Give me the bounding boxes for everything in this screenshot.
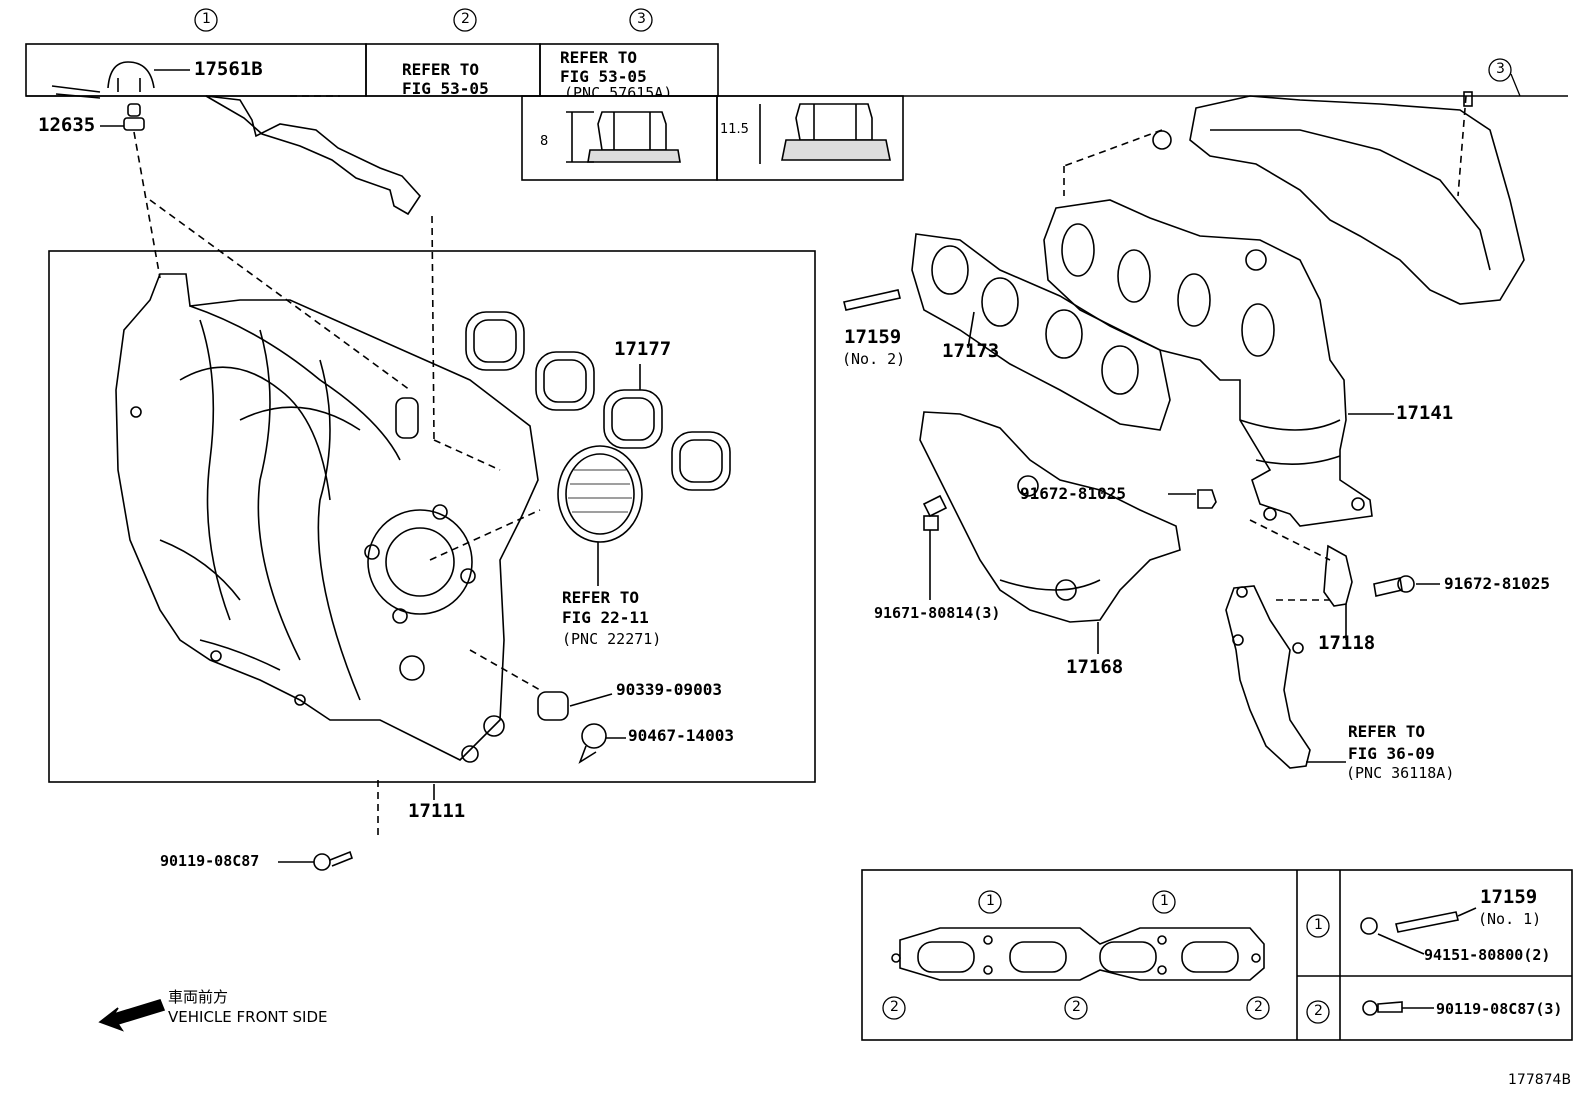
- intake-manifold-box: [48, 250, 816, 783]
- part-12635: 12635: [38, 114, 96, 136]
- bolt-90119: [278, 850, 353, 871]
- refer-a-line1: REFER TO: [402, 60, 480, 79]
- part-17118: 17118: [1318, 632, 1376, 654]
- plug-90339: [537, 691, 613, 721]
- flange-nut-11-5: [759, 103, 891, 164]
- stud-17159: [843, 289, 901, 311]
- part-17168: 17168: [1066, 656, 1124, 678]
- inset-row-2: 2: [1314, 1003, 1323, 1019]
- inset-part-94151-80800: 94151-80800(2): [1424, 946, 1551, 964]
- leader-dashes: [133, 95, 1331, 838]
- pin-12635: [100, 103, 145, 131]
- bolt-91672-b: [1373, 575, 1440, 597]
- top-inset: [25, 43, 1568, 216]
- refer-d-line2: FIG 36-09: [1348, 744, 1435, 763]
- exhaust-gasket-17173: [911, 233, 1171, 431]
- inset-part-17159: 17159: [1480, 886, 1538, 908]
- inset-row-1: 1: [1314, 917, 1323, 933]
- clip-17561b: [51, 61, 190, 99]
- callout-3-right: 3: [1496, 61, 1505, 77]
- inset-callout-2c: 2: [1254, 999, 1263, 1015]
- inset-label-no1: (No. 1): [1478, 910, 1542, 928]
- throttle-gasket: [557, 445, 643, 586]
- callout-circles: [194, 8, 1521, 1024]
- vehicle-front-jp: 車両前方: [168, 988, 229, 1006]
- inset-callout-1b: 1: [1160, 893, 1169, 909]
- refer-d-line3: (PNC 36118A): [1346, 764, 1455, 782]
- part-17141: 17141: [1396, 402, 1454, 424]
- flange-nut-8: [566, 111, 681, 163]
- part-90119-08c87: 90119-08C87: [160, 852, 260, 870]
- bolt-91671: [922, 494, 948, 600]
- dim-8: 8: [540, 134, 549, 149]
- callout-3: 3: [637, 11, 646, 27]
- heat-insulator-lower-17168: [919, 411, 1181, 654]
- vehicle-front-arrow: [98, 999, 166, 1032]
- intake-manifold-17111: [115, 273, 539, 800]
- part-91672-81025-b: 91672-81025: [1444, 574, 1550, 593]
- inset-part-90119-08c87: 90119-08C87(3): [1436, 1000, 1563, 1018]
- stay-17118: [1323, 544, 1353, 640]
- inset-callout-1a: 1: [986, 893, 995, 909]
- part-90339-09003: 90339-09003: [616, 680, 722, 699]
- refer-c-line3: (PNC 22271): [562, 630, 662, 648]
- part-91671-80814: 91671-80814(3): [874, 604, 1001, 622]
- part-17561b: 17561B: [194, 58, 263, 80]
- figure-id: 177874B: [1508, 1072, 1572, 1088]
- bolt-91672-a: [1168, 489, 1217, 509]
- part-17159-no2: 17159: [844, 326, 902, 348]
- refer-b-line3: (PNC 57615A): [564, 84, 673, 96]
- inset-callout-2b: 2: [1072, 999, 1081, 1015]
- clamp-90467: [578, 723, 626, 764]
- gasket-17177: [465, 311, 731, 491]
- part-90467-14003: 90467-14003: [628, 726, 734, 745]
- bottom-inset: [861, 869, 1573, 1041]
- dim-11-5: 11.5: [720, 122, 749, 137]
- refer-d-line1: REFER TO: [1348, 722, 1426, 741]
- heat-insulator-upper: [1152, 91, 1525, 305]
- part-17177: 17177: [614, 338, 672, 360]
- refer-b-line2: FIG 53-05: [560, 67, 647, 86]
- refer-a-line2: FIG 53-05: [402, 79, 489, 98]
- part-17111: 17111: [408, 800, 466, 822]
- callout-2: 2: [461, 11, 470, 27]
- bracket-36118a: [1225, 585, 1346, 769]
- part-91672-81025-a: 91672-81025: [1020, 484, 1126, 503]
- refer-b-line1: REFER TO: [560, 48, 638, 67]
- label-no2: (No. 2): [842, 350, 906, 368]
- callout-1: 1: [202, 11, 211, 27]
- inset-callout-2a: 2: [890, 999, 899, 1015]
- refer-c-line2: FIG 22-11: [562, 608, 649, 627]
- part-17173: 17173: [942, 340, 1000, 362]
- refer-c-line1: REFER TO: [562, 588, 640, 607]
- vehicle-front-en: VEHICLE FRONT SIDE: [168, 1008, 328, 1026]
